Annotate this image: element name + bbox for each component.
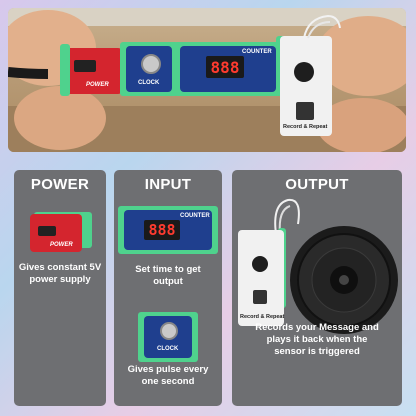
photo-clock-module: CLOCK — [126, 46, 172, 92]
power-panel-module-label: POWER — [50, 242, 73, 248]
input-clock-caption: Gives pulse every one second — [127, 364, 209, 387]
output-panel: OUTPUT Record & Repeat Records your Mess… — [232, 170, 402, 406]
power-panel: POWER POWER Gives constant 5V power supp… — [14, 170, 106, 406]
photo-counter-label: COUNTER — [242, 49, 272, 55]
power-caption: Gives constant 5V power supply — [18, 262, 102, 285]
photo-counter-display: 888 — [206, 56, 244, 78]
input-counter-caption: Set time to get output — [135, 264, 201, 287]
photo-power-label: POWER — [86, 82, 109, 88]
input-counter-display: 888 — [144, 220, 180, 240]
photo-record-label: Record & Repeat — [283, 124, 328, 130]
input-panel: INPUT COUNTER 888 Set time to get output… — [114, 170, 222, 406]
input-counter-label: COUNTER — [180, 213, 210, 219]
output-title: OUTPUT — [285, 176, 349, 193]
output-record-module: Record & Repeat — [238, 230, 284, 326]
photo-clock-label: CLOCK — [138, 80, 160, 86]
output-caption: Records your Message and plays it back w… — [255, 322, 379, 357]
photo-counter-module: COUNTER 888 — [180, 46, 276, 92]
product-photo: POWER CLOCK COUNTER 888 Record & Repeat — [8, 8, 406, 152]
input-clock-module: CLOCK — [144, 316, 192, 358]
input-clock-label: CLOCK — [157, 346, 179, 352]
photo-power-module: POWER — [66, 48, 122, 94]
output-module-label: Record & Repeat — [240, 314, 285, 320]
power-title: POWER — [30, 176, 90, 193]
input-counter-module: COUNTER 888 — [124, 210, 212, 250]
speaker-illustration — [274, 198, 398, 334]
power-panel-module: POWER — [30, 214, 82, 252]
input-title: INPUT — [144, 176, 192, 193]
photo-record-module: Record & Repeat — [280, 36, 332, 136]
photo-power-connector — [60, 44, 70, 96]
